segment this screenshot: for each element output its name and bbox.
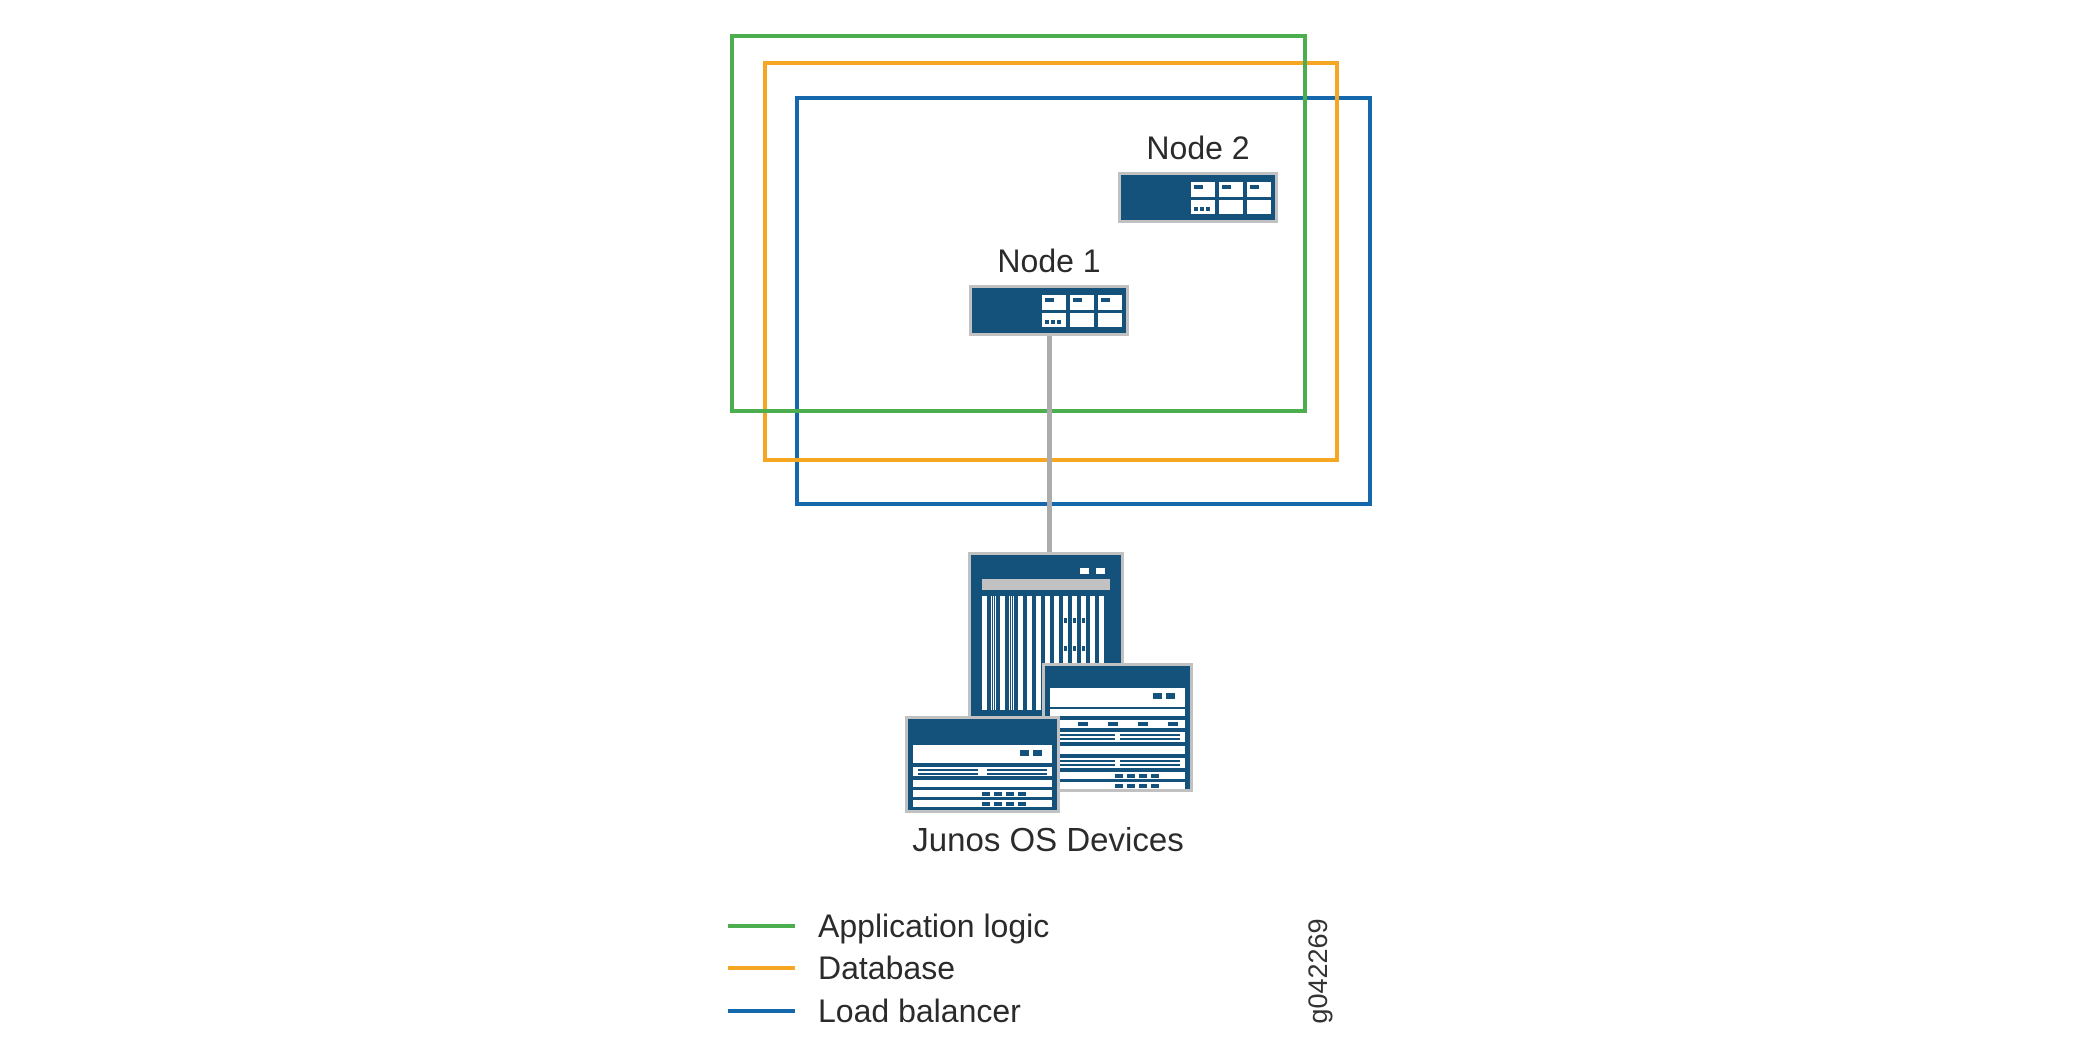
port-cell <box>1247 200 1271 214</box>
port-cell <box>1070 295 1094 310</box>
slat-detail <box>1072 596 1077 710</box>
legend-item-label: Database <box>818 949 955 986</box>
port-cell <box>1042 313 1066 327</box>
device-band <box>1050 772 1185 779</box>
device-band <box>913 767 1052 776</box>
legend-item-load-balancer: Load balancer <box>728 991 1021 1031</box>
port-cell <box>1098 313 1122 327</box>
led-light <box>1096 568 1105 574</box>
node1-label: Node 1 <box>997 243 1101 279</box>
slat-detail <box>1081 596 1086 710</box>
node2-label: Node 2 <box>1146 130 1250 166</box>
application-logic-frame <box>730 34 1307 413</box>
port-cell <box>1042 295 1066 310</box>
slat-detail <box>1063 596 1068 710</box>
port-cell <box>1191 200 1215 214</box>
port-cell <box>1070 313 1094 327</box>
node2-device-icon <box>1118 172 1278 223</box>
port-cell <box>1219 182 1243 197</box>
connector-line <box>1047 334 1052 554</box>
rack-device-front-icon <box>905 716 1060 813</box>
device-band <box>913 790 1052 797</box>
device-band <box>1050 688 1185 707</box>
device-band <box>1050 746 1185 754</box>
port-cell <box>1247 182 1271 197</box>
legend-swatch-green <box>728 924 795 928</box>
legend-swatch-blue <box>728 1009 795 1013</box>
legend-item-application-logic: Application logic <box>728 906 1049 946</box>
port-cell <box>1191 182 1215 197</box>
load-balancer-frame <box>795 96 1372 506</box>
led-light <box>1080 568 1089 574</box>
port-grid <box>1042 295 1122 327</box>
device-band <box>1050 758 1185 768</box>
rack-device-icon <box>1042 663 1193 792</box>
legend-item-label: Application logic <box>818 907 1050 944</box>
legend-swatch-orange <box>728 966 795 970</box>
legend-item-database: Database <box>728 948 955 988</box>
node1-device-icon <box>969 285 1129 336</box>
device-band <box>1050 732 1185 742</box>
slat-detail <box>991 596 996 710</box>
figure-id-label: g042269 <box>1303 918 1333 1024</box>
port-cell <box>1098 295 1122 310</box>
device-band <box>913 780 1052 787</box>
device-band <box>1050 782 1185 789</box>
device-band <box>913 745 1052 763</box>
junos-os-devices-label: Junos OS Devices <box>912 821 1184 858</box>
device-band <box>1050 709 1185 716</box>
port-grid <box>1191 182 1271 214</box>
port-cell <box>1219 200 1243 214</box>
slat-detail <box>1009 596 1014 710</box>
device-band <box>913 800 1052 807</box>
legend-item-label: Load balancer <box>818 992 1021 1029</box>
vent-bar <box>982 579 1110 590</box>
device-band <box>1050 720 1185 728</box>
